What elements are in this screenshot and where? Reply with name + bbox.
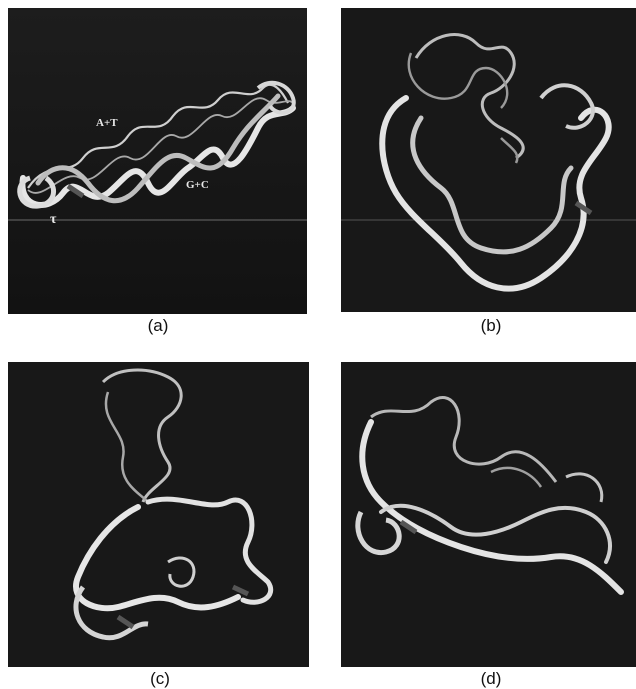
label-at: A+T — [96, 117, 118, 129]
panel-d-image — [341, 362, 636, 667]
panel-a-image: A+T G+C τ — [8, 8, 307, 314]
panel-a-dna-ribbon: A+T G+C τ — [8, 8, 307, 314]
panel-b-dna-ribbon — [341, 8, 636, 312]
panel-d-dna-ribbon — [341, 362, 636, 667]
label-tau: τ — [50, 212, 57, 227]
panel-c-image — [8, 362, 309, 667]
caption-a: (a) — [128, 316, 188, 336]
caption-b: (b) — [461, 316, 521, 336]
label-gc: G+C — [186, 179, 209, 191]
panel-b-image — [341, 8, 636, 312]
panel-c-dna-ribbon — [8, 362, 309, 667]
caption-c: (c) — [130, 669, 190, 689]
caption-d: (d) — [461, 669, 521, 689]
